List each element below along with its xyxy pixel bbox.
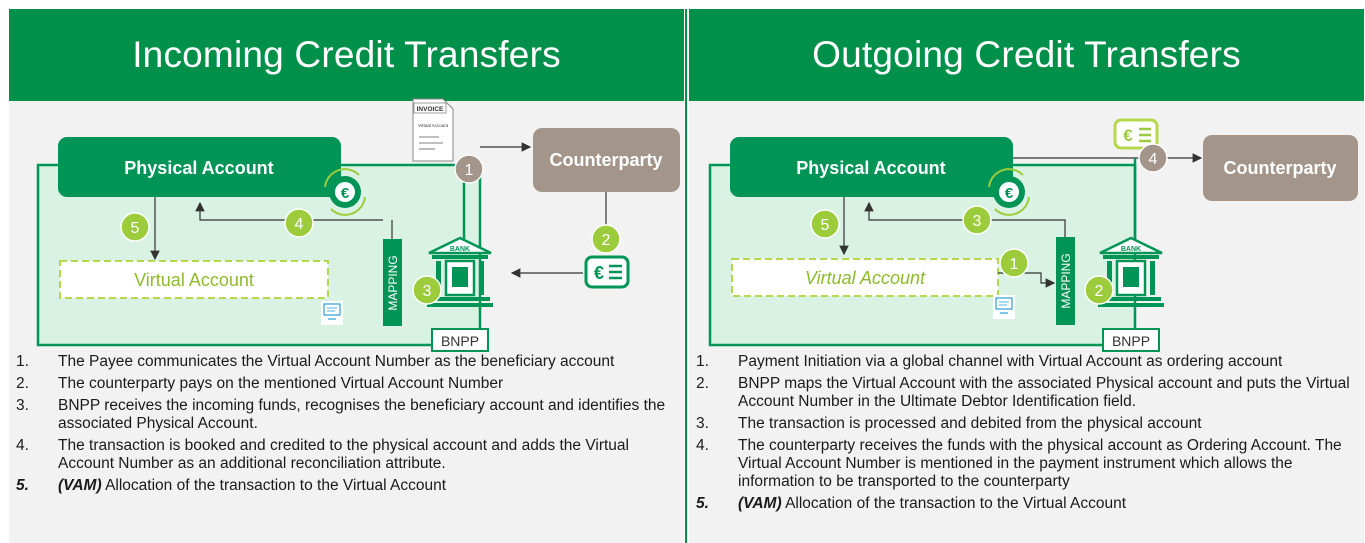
badge-1: 1 bbox=[999, 248, 1029, 278]
bnpp-label: BNPP bbox=[431, 328, 489, 352]
outgoing-panel: Outgoing Credit Transfers Physical Accou… bbox=[689, 9, 1364, 543]
outgoing-steps: 1.Payment Initiation via a global channe… bbox=[689, 353, 1364, 517]
euro-payment-icon: € bbox=[1113, 118, 1159, 150]
badge-1: 1 bbox=[454, 154, 484, 184]
svg-text:BANK: BANK bbox=[450, 246, 470, 253]
step-item: 3.BNPP receives the incoming funds, reco… bbox=[16, 397, 666, 432]
euro-cycle-icon: € bbox=[324, 168, 366, 216]
svg-text:3: 3 bbox=[973, 213, 982, 230]
svg-text:3: 3 bbox=[423, 283, 432, 300]
svg-text:1: 1 bbox=[465, 162, 474, 179]
counterparty-box[interactable]: Counterparty bbox=[1203, 135, 1358, 201]
step-item: 1.The Payee communicates the Virtual Acc… bbox=[16, 353, 615, 370]
computer-icon bbox=[321, 301, 343, 325]
svg-text:BNPP: BNPP bbox=[1112, 333, 1150, 349]
step-item: 4.The counterparty receives the funds wi… bbox=[696, 437, 1342, 490]
bank-icon: BANK bbox=[427, 236, 493, 307]
counterparty-label: Counterparty bbox=[549, 150, 662, 170]
badge-2: 2 bbox=[1084, 275, 1114, 305]
outgoing-diagram-svg: Physical Account € Counterparty € bbox=[708, 118, 1358, 352]
svg-text:MAPPING: MAPPING bbox=[1059, 253, 1073, 308]
outgoing-diagram: Physical Account € Counterparty € bbox=[689, 101, 1364, 352]
incoming-diagram: Physical Account INVOICE Virtual Account… bbox=[9, 98, 684, 352]
svg-text:€: € bbox=[594, 263, 604, 283]
svg-text:MAPPING: MAPPING bbox=[386, 255, 400, 310]
mapping-bar: MAPPING bbox=[1056, 237, 1075, 325]
incoming-title: Incoming Credit Transfers bbox=[9, 9, 684, 101]
step-item: 2.The counterparty pays on the mentioned… bbox=[16, 375, 504, 392]
incoming-steps: 1.The Payee communicates the Virtual Acc… bbox=[9, 353, 684, 499]
badge-2: 2 bbox=[591, 224, 621, 254]
step-item: 4.The transaction is booked and credited… bbox=[16, 437, 629, 472]
svg-text:4: 4 bbox=[295, 216, 304, 233]
svg-text:€: € bbox=[1123, 126, 1133, 145]
step-item: 1.Payment Initiation via a global channe… bbox=[696, 353, 1283, 370]
virtual-account-label: Virtual Account bbox=[134, 270, 254, 290]
euro-payment-icon: € bbox=[584, 255, 630, 289]
physical-account-label: Physical Account bbox=[796, 158, 945, 178]
svg-text:2: 2 bbox=[602, 232, 611, 249]
svg-text:€: € bbox=[341, 185, 350, 202]
computer-icon bbox=[993, 295, 1015, 319]
svg-text:5: 5 bbox=[131, 220, 140, 237]
physical-account-box[interactable]: Physical Account bbox=[730, 137, 1013, 197]
virtual-account-box[interactable]: Virtual Account bbox=[59, 260, 329, 299]
badge-3: 3 bbox=[412, 275, 442, 305]
counterparty-label: Counterparty bbox=[1223, 158, 1336, 178]
incoming-diagram-svg: Physical Account INVOICE Virtual Account… bbox=[36, 98, 680, 352]
step-item: 5.(VAM) Allocation of the transaction to… bbox=[696, 495, 1127, 512]
badge-4: 4 bbox=[1138, 143, 1168, 173]
mapping-bar: MAPPING bbox=[383, 239, 402, 326]
svg-text:5: 5 bbox=[821, 217, 830, 234]
invoice-icon: INVOICE Virtual Account bbox=[412, 98, 454, 162]
virtual-account-box[interactable]: Virtual Account bbox=[731, 258, 999, 297]
arrow-4 bbox=[195, 201, 383, 221]
counterparty-box[interactable]: Counterparty bbox=[533, 128, 680, 192]
svg-text:INVOICE: INVOICE bbox=[417, 106, 444, 113]
badge-4: 4 bbox=[284, 208, 314, 238]
panel-divider bbox=[685, 9, 687, 543]
badge-5: 5 bbox=[810, 209, 840, 239]
step-item: 3.The transaction is processed and debit… bbox=[696, 415, 1202, 432]
step-item: 5.(VAM) Allocation of the transaction to… bbox=[16, 477, 447, 494]
outgoing-title: Outgoing Credit Transfers bbox=[689, 9, 1364, 101]
virtual-account-label: Virtual Account bbox=[805, 268, 926, 288]
svg-text:Virtual Account: Virtual Account bbox=[418, 123, 449, 128]
physical-account-box[interactable]: Physical Account bbox=[58, 137, 341, 197]
euro-cycle-icon: € bbox=[988, 168, 1030, 216]
badge-5: 5 bbox=[120, 212, 150, 242]
badge-3: 3 bbox=[962, 205, 992, 235]
physical-account-label: Physical Account bbox=[124, 158, 273, 178]
svg-text:€: € bbox=[1005, 185, 1014, 202]
svg-text:2: 2 bbox=[1095, 283, 1104, 300]
svg-text:BNPP: BNPP bbox=[441, 333, 479, 349]
step-item: 2.BNPP maps the Virtual Account with the… bbox=[696, 375, 1350, 410]
bank-icon: BANK bbox=[1098, 236, 1164, 307]
incoming-panel: Incoming Credit Transfers Physical Accou… bbox=[9, 9, 684, 543]
svg-text:4: 4 bbox=[1149, 151, 1158, 168]
bnpp-label: BNPP bbox=[1102, 328, 1160, 352]
svg-text:1: 1 bbox=[1010, 256, 1019, 273]
svg-text:BANK: BANK bbox=[1121, 246, 1141, 253]
